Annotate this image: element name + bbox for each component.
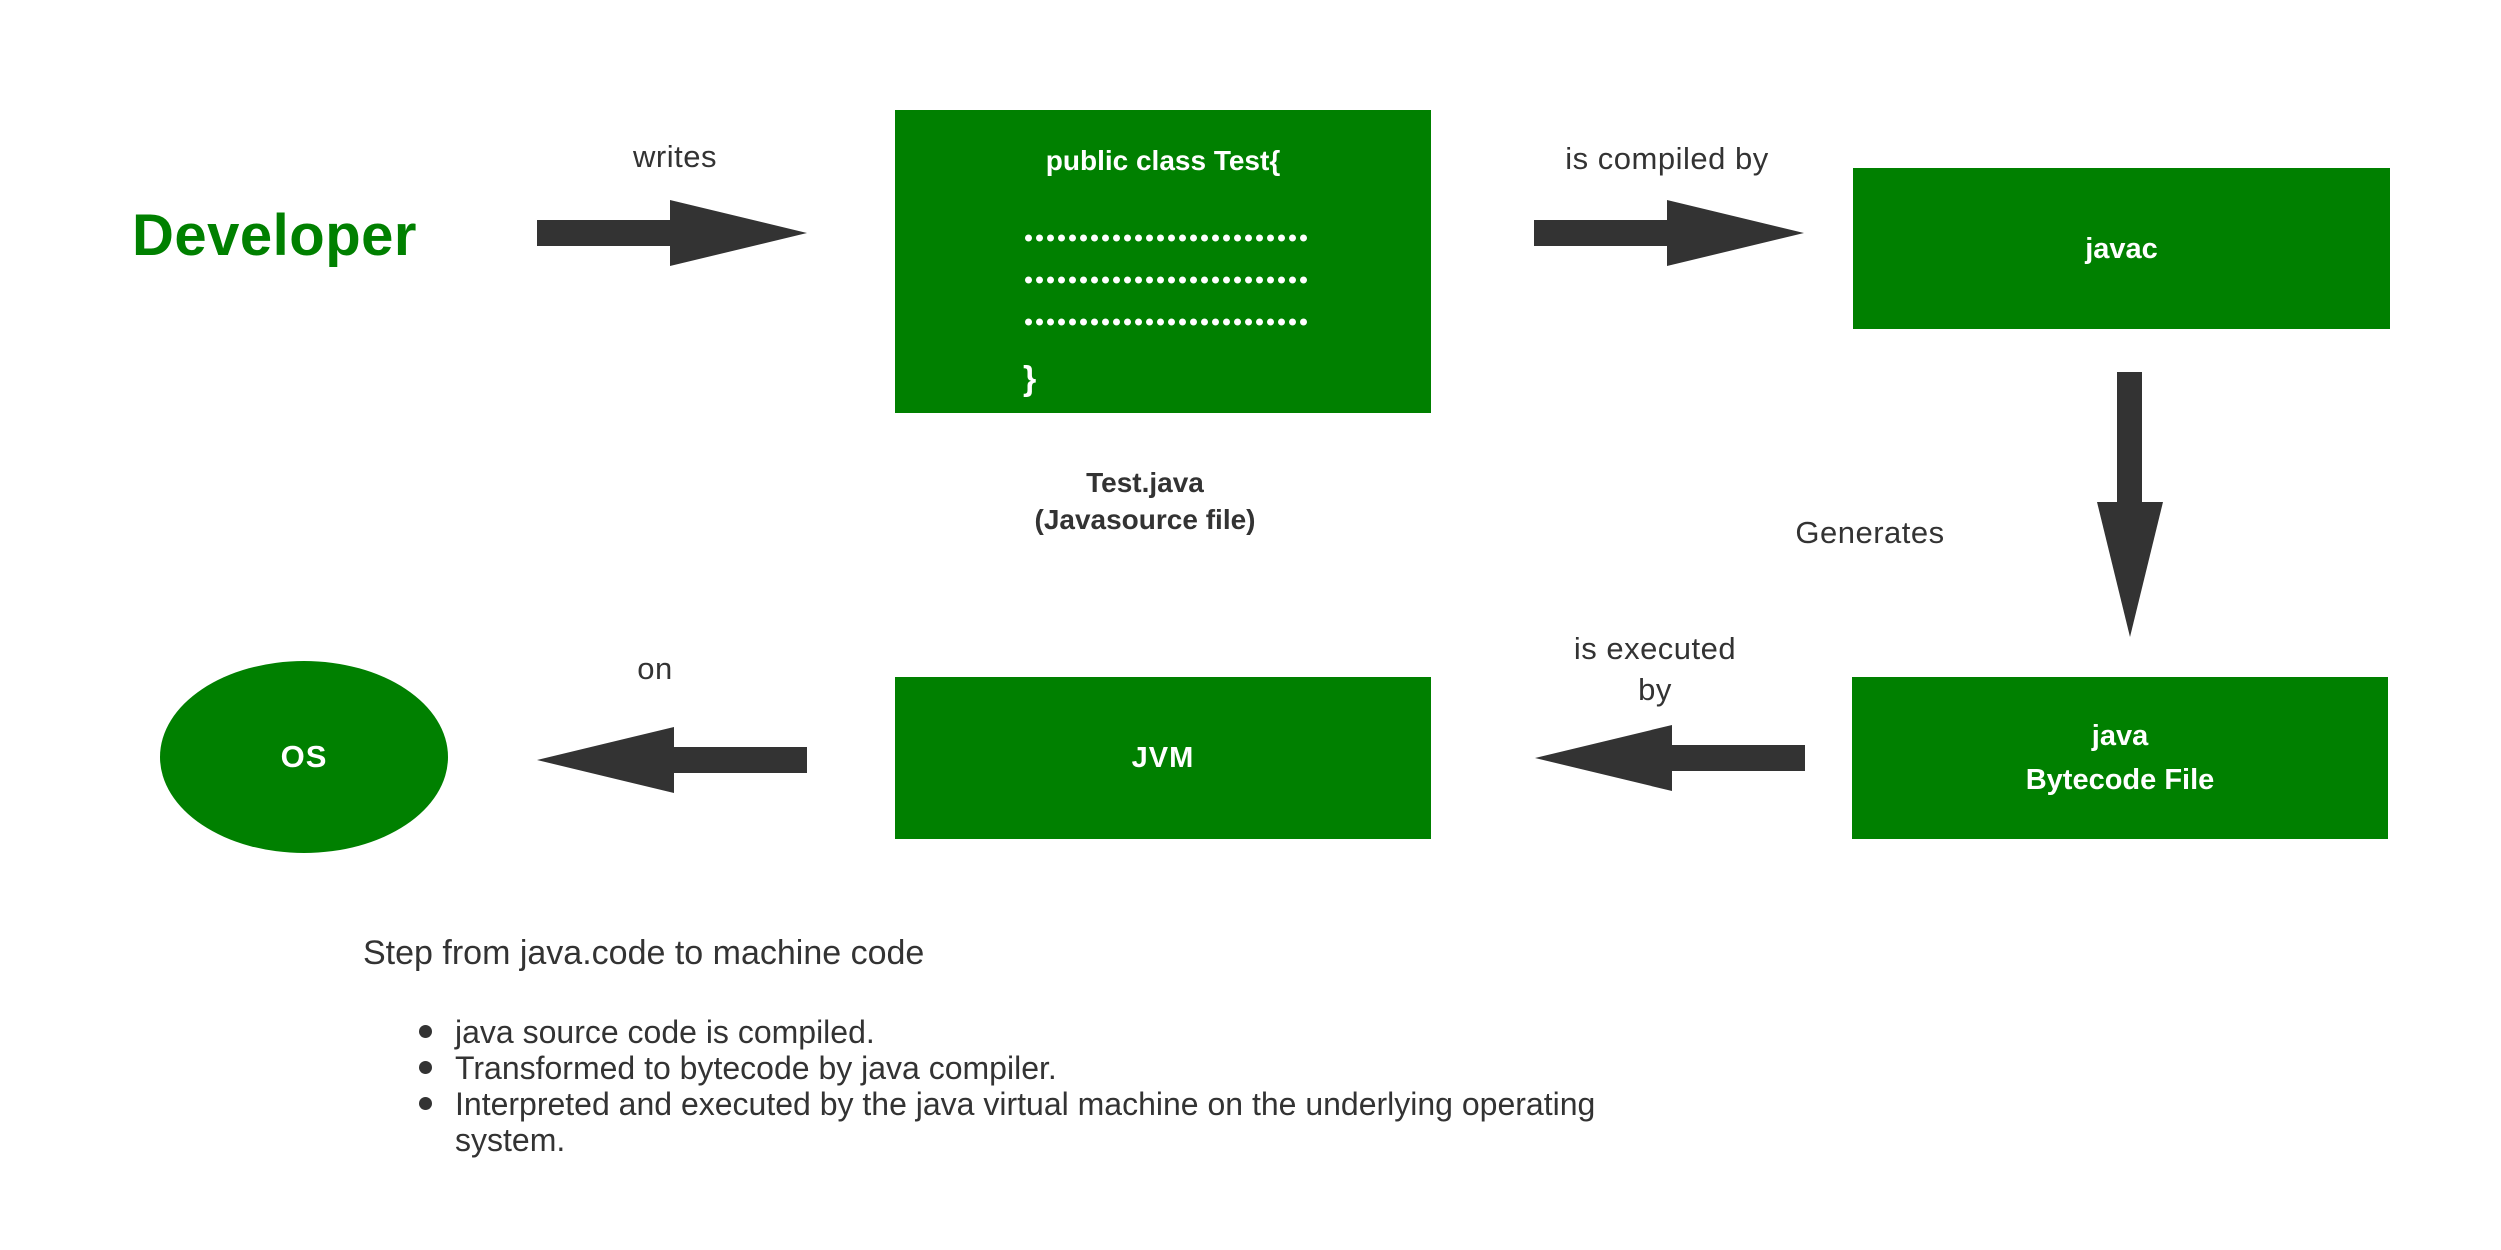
source-code-node: public class Test{ }	[895, 110, 1431, 413]
bullet-icon	[419, 1097, 432, 1110]
code-dotted-line	[1023, 318, 1310, 326]
code-dotted-line	[1023, 234, 1310, 242]
note-item: java source code is compiled.	[419, 1014, 1699, 1050]
note-text: Interpreted and executed by the java vir…	[455, 1086, 1596, 1158]
arrow-head	[537, 727, 674, 793]
compile-arrow-icon	[1534, 200, 1804, 266]
executed-edge-label-line1: is executed	[1573, 631, 1737, 666]
generates-arrow-shaft	[2117, 372, 2142, 503]
on-arrow-icon	[537, 727, 807, 793]
bytecode-node-label-line2: Bytecode File	[2025, 764, 2215, 796]
bytecode-node: java Bytecode File	[1852, 677, 2388, 839]
executed-edge-label-line2: by	[1638, 672, 1672, 707]
generates-arrow-head	[2097, 502, 2163, 637]
arrow-shaft	[671, 747, 807, 773]
os-node: OS	[160, 661, 448, 853]
bytecode-node-label-line1: java	[2091, 720, 2149, 752]
developer-node-label: Developer	[132, 203, 417, 268]
jvm-node-label: JVM	[1131, 742, 1195, 774]
on-edge-label: on	[637, 651, 673, 686]
bullet-icon	[419, 1025, 432, 1038]
execute-arrow-icon	[1535, 725, 1805, 791]
generates-edge-label: Generates	[1795, 515, 1945, 550]
compiled-edge-label: is compiled by	[1565, 141, 1769, 176]
arrow-shaft	[1669, 745, 1805, 771]
source-file-type: (Javasource file)	[1034, 504, 1256, 535]
writes-arrow-icon	[537, 200, 807, 266]
arrow-head	[1667, 200, 1804, 266]
source-file-caption: Test.java (Javasource file)	[945, 464, 1345, 538]
os-node-label: OS	[280, 739, 328, 774]
executed-edge-label: is executed by	[1505, 628, 1805, 710]
arrow-shaft	[1534, 220, 1670, 246]
notes-title: Step from java.code to machine code	[363, 934, 925, 972]
note-text: Transformed to bytecode by java compiler…	[455, 1050, 1057, 1086]
code-dotted-line	[1023, 276, 1310, 284]
arrow-head	[1535, 725, 1672, 791]
javac-node: javac	[1853, 168, 2390, 329]
note-item: Transformed to bytecode by java compiler…	[419, 1050, 1699, 1086]
source-code-heading: public class Test{	[1045, 145, 1281, 176]
note-text: java source code is compiled.	[455, 1014, 875, 1050]
source-code-closing-brace: }	[1023, 360, 1037, 398]
bullet-icon	[419, 1061, 432, 1074]
jvm-node: JVM	[895, 677, 1431, 839]
writes-edge-label: writes	[633, 139, 717, 174]
notes-list: java source code is compiled. Transforme…	[419, 1014, 1699, 1158]
javac-node-label: javac	[2085, 232, 2158, 265]
note-item: Interpreted and executed by the java vir…	[419, 1086, 1699, 1158]
arrow-head	[670, 200, 807, 266]
source-file-name: Test.java	[1086, 467, 1204, 498]
arrow-shaft	[537, 220, 673, 246]
